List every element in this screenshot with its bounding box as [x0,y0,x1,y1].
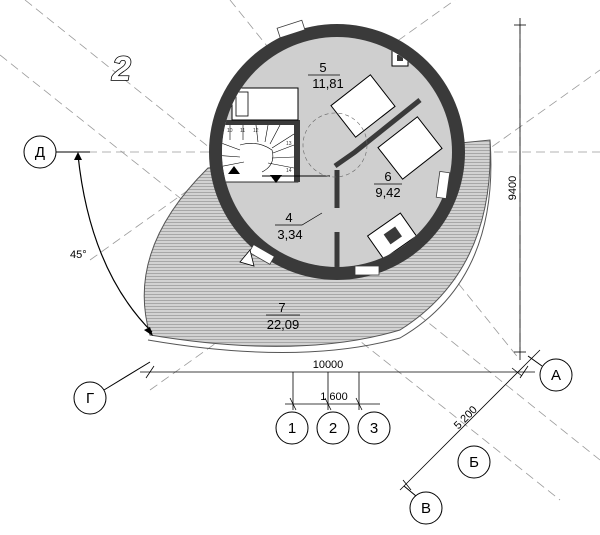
beds-room-6 [330,74,443,180]
terrace-railing [147,139,492,354]
axis-labels: Д Г А Б В 1 2 3 [35,144,561,517]
partitions [333,98,422,267]
axis-3-label: 3 [370,420,378,437]
axis-1-label: 1 [288,420,296,437]
column-spacing-label: 1 600 [320,391,348,403]
room-6-area: 9,42 [375,185,400,200]
overall-width-label: 10000 [313,359,344,371]
bed-room-5 [231,87,299,121]
spiral-stair: 10 11 12 13 14 [222,120,330,183]
room-7-number: 7 [278,300,285,315]
dimension-lines [140,18,541,491]
room-5-number: 5 [319,60,326,75]
stair-step-label: 10 [227,128,233,134]
axis-G-label: Г [86,390,94,407]
angle-indicator: 45° [70,152,153,336]
room-6-number: 6 [384,169,391,184]
stair-step-label: 13 [286,141,292,147]
floor-number: 2 [111,50,131,88]
axis-A-label: А [551,367,561,384]
room-labels: 5 11,81 6 9,42 4 3,34 7 22,09 [266,60,402,332]
axis-markers [23,135,573,525]
axis-2-label: 2 [329,420,337,437]
overall-height-label: 9400 [507,176,519,200]
room-7-area: 22,09 [267,317,300,332]
windows [248,19,451,276]
room-4-number: 4 [285,210,292,225]
stove [366,212,418,260]
stair-step-label: 11 [240,128,245,134]
angle-label: 45° [70,249,87,261]
diagonal-label: 5 200 [452,404,480,432]
ceiling-arc [302,112,368,178]
stair-step-label: 12 [253,128,259,134]
stair-step-label: 14 [286,168,292,174]
entry-arrow [239,249,255,267]
axis-V-label: В [421,500,431,517]
room-5-area: 11,81 [312,76,344,91]
axis-B-label: Б [469,454,479,471]
room-4-area: 3,34 [277,227,302,242]
axis-D-label: Д [35,144,45,161]
